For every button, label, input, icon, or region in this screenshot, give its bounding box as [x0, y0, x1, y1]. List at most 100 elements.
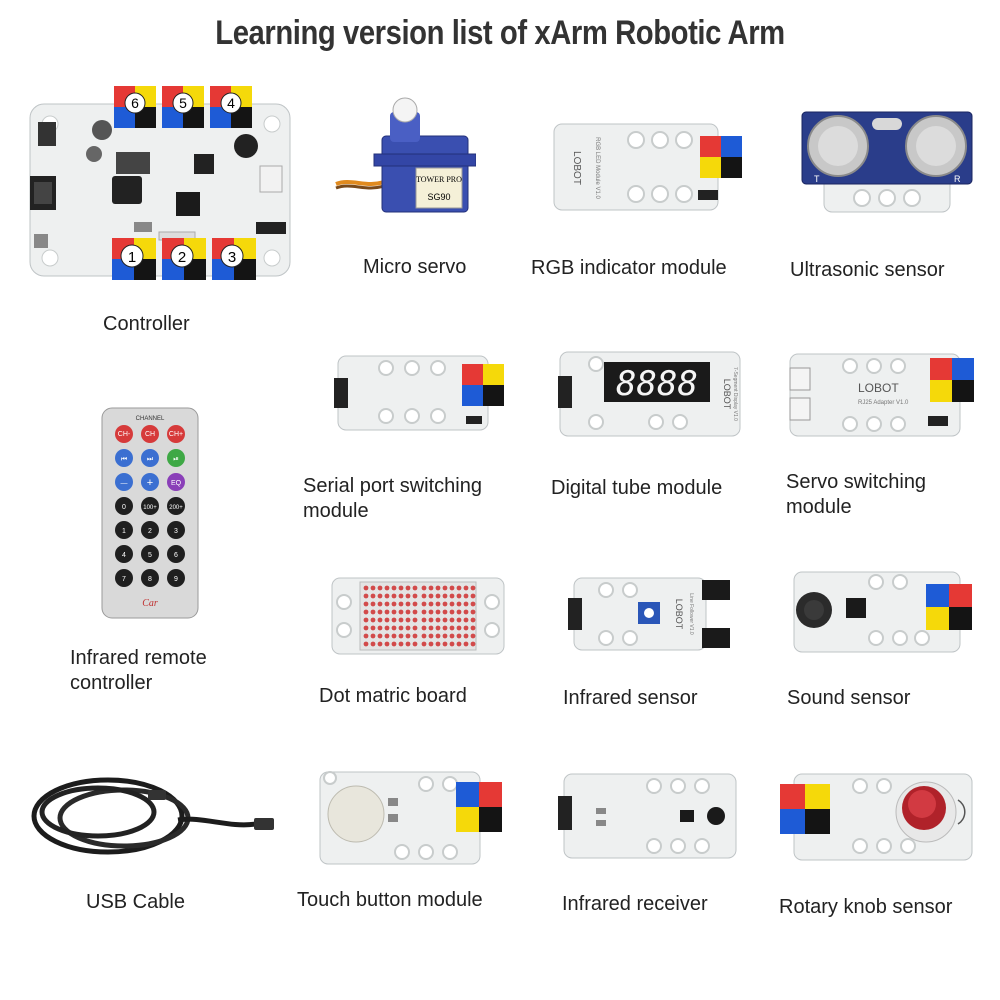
led-dot — [405, 585, 411, 591]
servo-switching-logo: LOBOT — [858, 381, 899, 395]
led-dot — [391, 601, 397, 607]
led-dot — [463, 609, 469, 615]
led-dot — [363, 601, 369, 607]
dot-matrix-board-icon — [330, 576, 506, 656]
led-dot — [370, 593, 376, 599]
led-dot — [363, 633, 369, 639]
led-dot — [435, 625, 441, 631]
controller-port-label: 3 — [228, 249, 236, 266]
touch-button-module-icon — [316, 768, 506, 868]
led-dot — [456, 593, 462, 599]
ultrasonic-sensor-icon: T R — [800, 110, 974, 214]
remote-key: 1 — [122, 528, 126, 535]
led-dot — [421, 625, 427, 631]
led-dot — [442, 609, 448, 615]
led-dot — [412, 633, 418, 639]
led-dot — [428, 617, 434, 623]
led-dot — [449, 625, 455, 631]
remote-key: 6 — [174, 552, 178, 559]
led-dot — [391, 609, 397, 615]
caption-serial-port-text: Serial port switching module — [303, 475, 482, 522]
remote-key: — — [121, 480, 128, 487]
led-dot — [463, 585, 469, 591]
led-dot — [463, 601, 469, 607]
led-dot — [370, 609, 376, 615]
led-dot — [412, 585, 418, 591]
led-dot — [398, 641, 404, 647]
led-dot — [421, 593, 427, 599]
remote-key: CH — [145, 431, 155, 438]
led-dot — [363, 609, 369, 615]
sound-sensor-icon — [790, 566, 976, 654]
led-dot — [442, 593, 448, 599]
remote-key: 5 — [148, 552, 152, 559]
led-dot — [456, 625, 462, 631]
caption-usb-cable: USB Cable — [86, 891, 185, 913]
led-dot — [470, 609, 476, 615]
led-dot — [405, 641, 411, 647]
led-dot — [405, 617, 411, 623]
led-dot — [412, 641, 418, 647]
rgb-module-logo: LOBOT — [571, 151, 582, 185]
remote-key: 4 — [122, 552, 126, 559]
led-dot — [442, 633, 448, 639]
led-dot — [405, 609, 411, 615]
led-dot — [398, 585, 404, 591]
led-dot — [370, 625, 376, 631]
led-dot — [449, 641, 455, 647]
led-dot — [463, 593, 469, 599]
led-dot — [449, 633, 455, 639]
caption-ir-remote-text: Infrared remote controller — [70, 647, 207, 694]
ultrasonic-pin-t: T — [814, 174, 820, 184]
servo-brand-label: TOWER PRO — [416, 175, 462, 184]
led-dot — [384, 617, 390, 623]
usb-cable-icon — [28, 770, 278, 860]
led-dot — [391, 625, 397, 631]
caption-ir-remote: Infrared remote controller — [70, 646, 260, 696]
led-dot — [470, 641, 476, 647]
caption-rgb-module: RGB indicator module — [531, 257, 727, 279]
led-dot — [470, 585, 476, 591]
led-dot — [428, 633, 434, 639]
remote-key: 200+ — [169, 505, 183, 511]
led-dot — [363, 641, 369, 647]
remote-key: 9 — [174, 576, 178, 583]
remote-header-label: CHANNEL — [136, 416, 165, 422]
rgb-module-icon: LOBOT RGB LED Module V1.0 — [552, 120, 744, 216]
led-dot — [398, 593, 404, 599]
controller-port-label: 1 — [128, 249, 136, 266]
caption-digital-tube: Digital tube module — [551, 477, 723, 499]
led-dot — [470, 601, 476, 607]
led-dot — [363, 617, 369, 623]
led-dot — [384, 609, 390, 615]
controller-board-icon: 6 5 4 1 2 3 — [24, 82, 296, 282]
led-dot — [370, 633, 376, 639]
led-dot — [384, 633, 390, 639]
led-dot — [421, 585, 427, 591]
servo-switching-board-text: RJ25 Adapter V1.0 — [858, 400, 909, 406]
led-dot — [405, 601, 411, 607]
led-dot — [449, 609, 455, 615]
led-dot — [428, 601, 434, 607]
led-dot — [442, 601, 448, 607]
led-dot — [449, 585, 455, 591]
led-dot — [421, 633, 427, 639]
remote-key: 0 — [122, 504, 126, 511]
remote-key: CH+ — [169, 431, 183, 438]
remote-key: ⏯ — [173, 456, 179, 463]
led-dot — [377, 609, 383, 615]
led-dot — [470, 625, 476, 631]
led-dot — [435, 633, 441, 639]
led-dot — [398, 625, 404, 631]
led-dot — [391, 585, 397, 591]
led-dot — [463, 641, 469, 647]
led-dot — [442, 585, 448, 591]
caption-sound-sensor: Sound sensor — [787, 687, 911, 709]
remote-key: + — [147, 477, 153, 489]
servo-model-label: SG90 — [427, 192, 450, 202]
led-dot — [391, 633, 397, 639]
digital-tube-display: 8888 — [616, 364, 698, 404]
remote-key: CH- — [118, 431, 131, 438]
remote-key: 8 — [148, 576, 152, 583]
led-dot — [456, 617, 462, 623]
